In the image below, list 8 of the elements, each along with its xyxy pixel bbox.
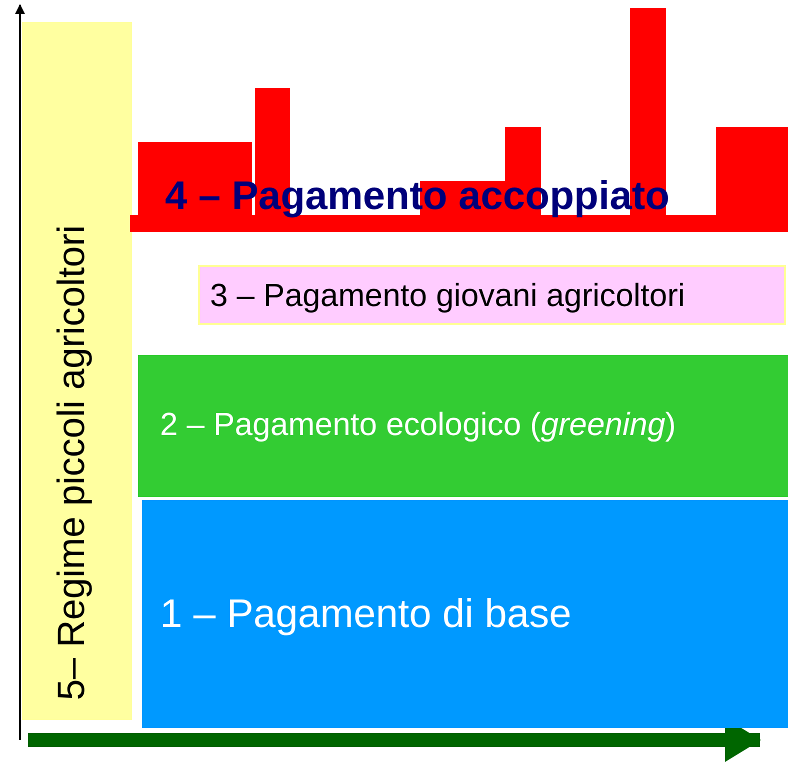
box-label: 3 – Pagamento giovani agricoltori	[210, 278, 685, 314]
payment-band	[138, 355, 788, 497]
payment-box	[198, 265, 786, 325]
payment-band	[142, 500, 788, 728]
panel-label: 5– Regime piccoli agricoltori	[52, 224, 94, 700]
side-panel	[22, 22, 132, 720]
band-label: 1 – Pagamento di base	[160, 592, 572, 636]
band-label: 2 – Pagamento ecologico (greening)	[160, 407, 676, 442]
